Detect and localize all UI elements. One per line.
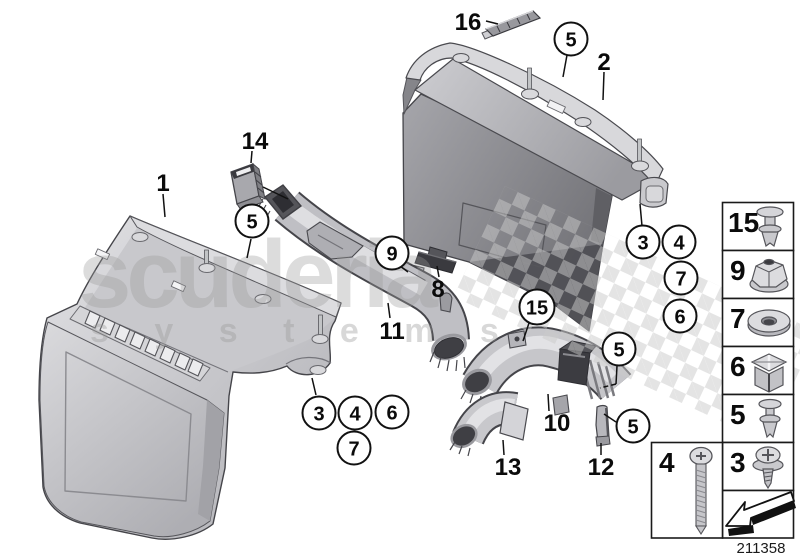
long-screw-icon — [689, 446, 713, 536]
svg-text:4: 4 — [673, 233, 685, 255]
balloon-5: 5 — [615, 408, 651, 444]
legend-label-7: 7 — [730, 303, 746, 334]
svg-text:5: 5 — [565, 30, 576, 52]
balloon-7: 7 — [336, 430, 372, 466]
legend-label-5: 5 — [730, 399, 746, 430]
part-11-air-duct — [258, 184, 470, 372]
legend-row-5 — [721, 393, 795, 444]
flange-nut-icon — [749, 258, 789, 293]
balloon-6: 6 — [374, 394, 410, 430]
direction-arrow-icon — [725, 491, 796, 536]
legend-label-3: 3 — [730, 447, 746, 478]
label-12: 12 — [588, 454, 615, 481]
balloon-4: 4 — [661, 224, 697, 260]
part-labels: 1 2 16 14 8 11 10 13 12 — [156, 9, 614, 481]
svg-text:6: 6 — [674, 307, 685, 329]
balloon-3: 3 — [301, 395, 337, 431]
balloon-6: 6 — [662, 298, 698, 334]
balloon-7: 7 — [663, 260, 699, 296]
callout-balloons: 5 5 5 5 3 4 7 6 — [234, 21, 699, 466]
diagram-number: 211358 — [737, 540, 786, 557]
part-16-retaining-strip — [481, 10, 542, 40]
legend-label-4: 4 — [659, 447, 675, 478]
label-13: 13 — [495, 454, 522, 481]
svg-text:3: 3 — [637, 233, 648, 255]
label-10: 10 — [544, 410, 571, 437]
svg-text:5: 5 — [246, 212, 257, 234]
label-11: 11 — [379, 318, 404, 345]
svg-text:9: 9 — [386, 244, 397, 266]
leader-lines — [162, 20, 643, 456]
balloon-5: 5 — [601, 331, 637, 367]
part-14-clip — [230, 162, 266, 211]
label-8: 8 — [431, 276, 444, 303]
balloon-3: 3 — [625, 224, 661, 260]
expanding-rivet-icon — [758, 398, 782, 439]
legend-table: 15 9 7 6 5 3 4 — [650, 201, 796, 539]
svg-text:5: 5 — [627, 417, 638, 439]
mounting-stud-icon — [521, 67, 649, 172]
balloon-9: 9 — [374, 235, 410, 271]
svg-text:15: 15 — [526, 298, 548, 320]
legend-label-15: 15 — [728, 207, 759, 238]
balloon-5: 5 — [553, 21, 589, 57]
label-2: 2 — [597, 49, 610, 76]
screw-with-washer-icon — [752, 446, 784, 490]
legend-label-6: 6 — [730, 351, 746, 382]
svg-text:3: 3 — [313, 404, 324, 426]
expanding-rivet-icon — [756, 206, 784, 248]
label-1: 1 — [156, 170, 169, 197]
balloon-5: 5 — [234, 203, 270, 239]
svg-text:5: 5 — [613, 340, 624, 362]
balloon-15: 15 — [518, 288, 556, 326]
expanding-nut-icon — [750, 353, 788, 393]
svg-text:6: 6 — [386, 403, 397, 425]
label-14: 14 — [242, 128, 269, 155]
label-16: 16 — [455, 9, 482, 36]
washer-icon — [747, 309, 791, 337]
balloon-4: 4 — [337, 395, 373, 431]
legend-label-9: 9 — [730, 255, 746, 286]
svg-text:4: 4 — [349, 404, 361, 426]
part-1-trunk-trim-panel — [38, 215, 342, 540]
svg-text:7: 7 — [675, 269, 686, 291]
part-8-bracket — [414, 246, 457, 274]
svg-text:7: 7 — [348, 439, 359, 461]
